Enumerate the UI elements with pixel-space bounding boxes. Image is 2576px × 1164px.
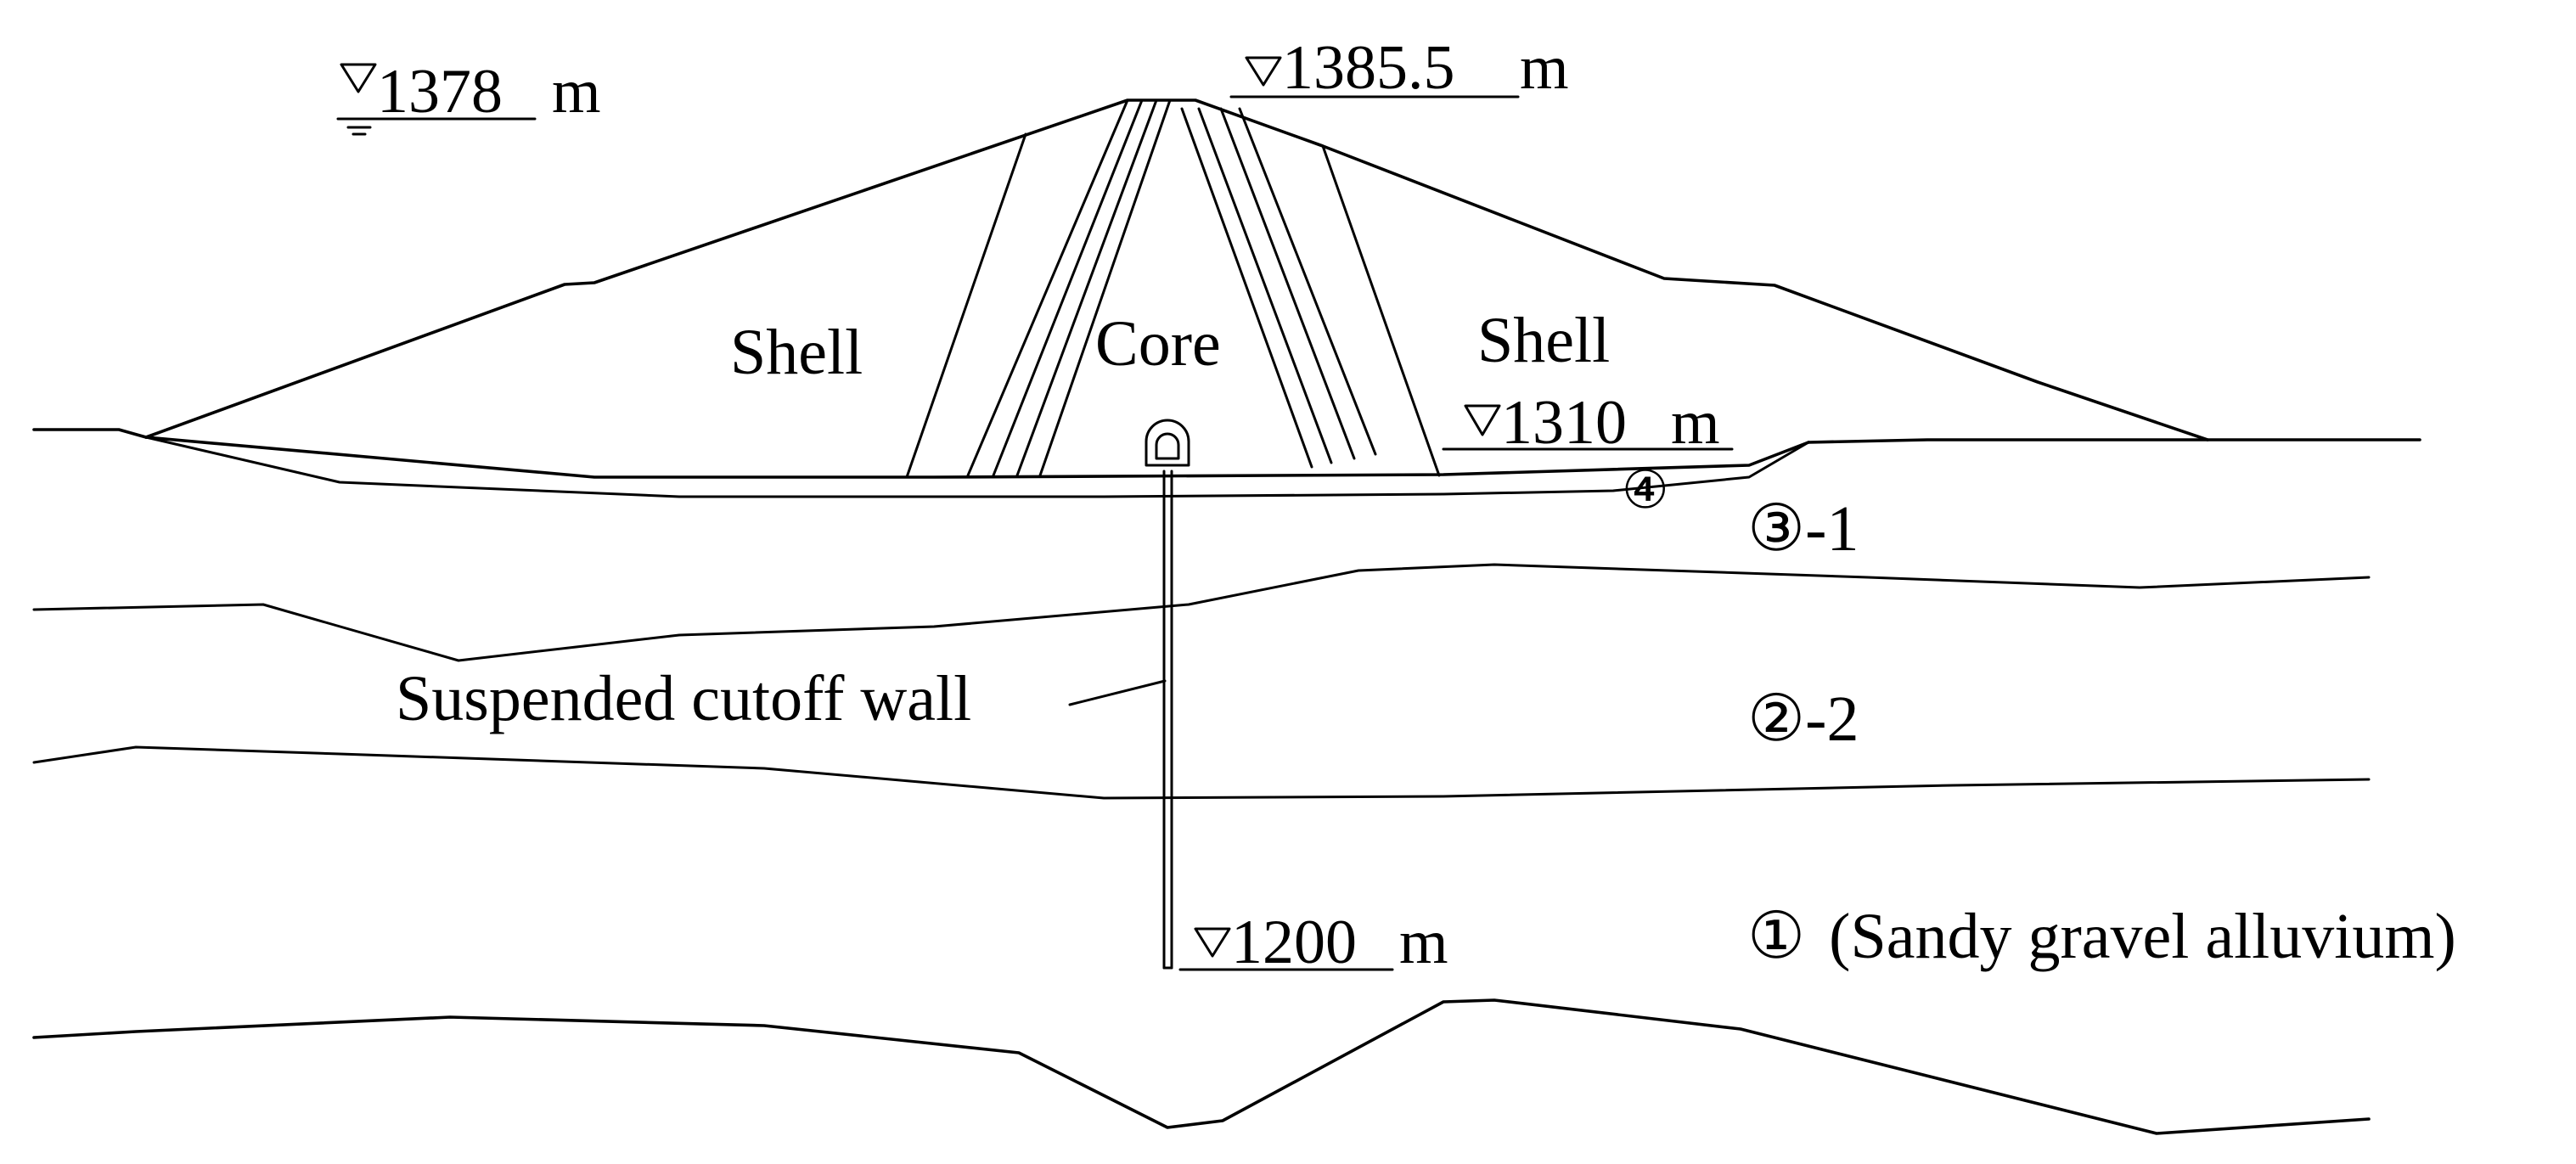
shell-boundary-right [1321, 144, 1441, 477]
shell-boundary-left [905, 132, 1027, 479]
layer-1-bottom-boundary [32, 998, 2371, 1135]
triangle-marker-icon [1464, 404, 1501, 436]
filter-line-right-4 [1238, 107, 1377, 456]
layer-1-label: ① (Sandy gravel alluvium) [1747, 901, 2456, 972]
foundation-elevation-unit: m [1671, 388, 1720, 458]
cutoff-wall-leader [1068, 679, 1167, 706]
shell-right-label: Shell [1477, 305, 1610, 376]
upstream-water-unit: m [552, 57, 601, 127]
upstream-water-level-marker: 1378 m [336, 57, 601, 136]
layer-2-2-label: ②-2 [1747, 683, 1859, 755]
filter-line-left-3 [1015, 98, 1158, 477]
triangle-marker-icon [340, 63, 377, 93]
ground-surface-right [1807, 438, 2421, 444]
layer-2-2-mark: ② [1747, 683, 1805, 755]
layer-3-1-mark: ③ [1747, 493, 1805, 565]
layer-4-boundary [144, 436, 1810, 498]
crest-elevation-unit: m [1520, 33, 1569, 103]
filter-line-left-1 [966, 98, 1129, 477]
filter-line-right-1 [1180, 107, 1313, 469]
layer-2-2-boundary [32, 745, 2371, 800]
layer-3-1-suffix: -1 [1805, 493, 1859, 565]
layer-3-1-label: ③-1 [1747, 493, 1859, 565]
layer-1-name: (Sandy gravel alluvium) [1829, 901, 2456, 972]
ground-surface-left [32, 428, 148, 439]
inspection-gallery [1145, 419, 1190, 467]
inspection-gallery-inner [1155, 432, 1180, 460]
wall-bottom-elevation-marker: 1200 m [1178, 908, 1448, 977]
wall-bottom-elevation-unit: m [1399, 908, 1448, 977]
layer-3-1-boundary [32, 563, 2371, 662]
layer-2-2-suffix: -2 [1805, 683, 1859, 755]
crest-elevation: 1385.5 [1282, 33, 1455, 103]
triangle-marker-icon [1194, 927, 1231, 958]
core-label: Core [1095, 308, 1221, 380]
layer-4-label: ④ [1622, 462, 1669, 520]
shell-left-label: Shell [730, 317, 863, 388]
filter-line-right-2 [1197, 107, 1333, 464]
cutoff-wall-label: Suspended cutoff wall [396, 663, 971, 734]
dam-outline [144, 98, 2209, 441]
filter-line-left-4 [1038, 98, 1172, 477]
dam-foundation-line [144, 436, 1810, 479]
filter-line-right-3 [1219, 107, 1356, 460]
layer-1-mark: ① [1747, 901, 1805, 972]
upstream-water-elevation: 1378 [377, 57, 503, 127]
crest-elevation-marker: 1385.5 m [1229, 33, 1569, 103]
foundation-elevation: 1310 [1501, 388, 1627, 458]
foundation-elevation-marker: 1310 m [1464, 388, 1720, 458]
triangle-marker-icon [1245, 56, 1282, 87]
wall-bottom-elevation: 1200 [1231, 908, 1357, 977]
filter-line-left-2 [992, 98, 1144, 477]
